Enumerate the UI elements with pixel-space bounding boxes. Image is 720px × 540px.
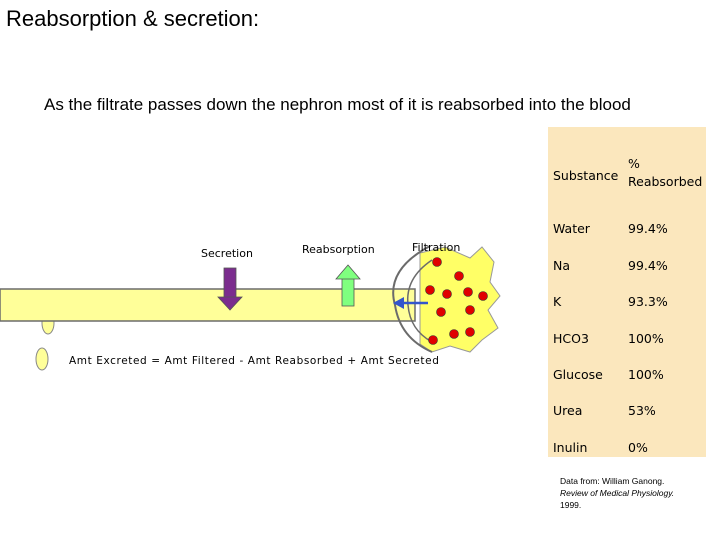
particle [454,271,464,281]
cell-pct: 0% [628,440,648,455]
credit-line3: 1999. [560,500,582,510]
left-oval-bottom [35,347,49,371]
cell-substance: Na [553,258,571,273]
header-pct: % Reabsorbed [628,155,702,191]
cell-substance: Glucose [553,367,603,382]
credit-line2: Review of Medical Physiology. [560,488,675,498]
credit-line1: Data from: William Ganong. [560,476,665,486]
particle [432,257,442,267]
filtered-particles [425,257,488,345]
secretion-arrow [217,267,243,311]
cell-substance: K [553,294,562,309]
particle [465,305,475,315]
table-row: Urea 53% [553,403,713,423]
slide-title: Reabsorption & secretion: [6,6,260,31]
excretion-equation: Amt Excreted = Amt Filtered - Amt Reabso… [69,355,439,367]
slide-subtitle: As the filtrate passes down the nephron … [44,95,631,114]
reabsorption-label: Reabsorption [302,243,375,256]
table-row: Na 99.4% [553,258,713,278]
particle [478,291,488,301]
cell-substance: Urea [553,403,583,418]
cell-pct: 100% [628,367,664,382]
particle [442,289,452,299]
table-row: Glucose 100% [553,367,713,387]
filtration-label: Filtration [412,241,460,254]
table-row: Inulin 0% [553,440,713,460]
glomerulus [419,246,501,353]
cell-pct: 53% [628,403,656,418]
particle [436,307,446,317]
bowmans-capsule [392,245,433,353]
data-credit: Data from: William Ganong. Review of Med… [560,475,674,511]
header-pct-line1: % [628,156,640,171]
cell-substance: HCO3 [553,331,589,346]
particle [425,285,435,295]
bowmans-capsule-inner [406,259,433,343]
table-header: Substance % Reabsorbed [553,155,713,189]
table-row: HCO3 100% [553,331,713,351]
table-row: K 93.3% [553,294,713,314]
cell-pct: 99.4% [628,221,668,236]
secretion-label: Secretion [201,247,253,260]
cell-pct: 93.3% [628,294,668,309]
cell-substance: Water [553,221,590,236]
cell-pct: 99.4% [628,258,668,273]
filtration-arrow [393,297,428,309]
table-row: Water 99.4% [553,221,713,241]
particle [465,327,475,337]
header-pct-line2: Reabsorbed [628,174,703,189]
cell-pct: 100% [628,331,664,346]
cell-substance: Inulin [553,440,588,455]
header-substance: Substance [553,168,619,183]
reabsorption-arrow [335,264,361,307]
particle [428,335,438,345]
particle [449,329,459,339]
data-panel [548,127,706,457]
particle [463,287,473,297]
